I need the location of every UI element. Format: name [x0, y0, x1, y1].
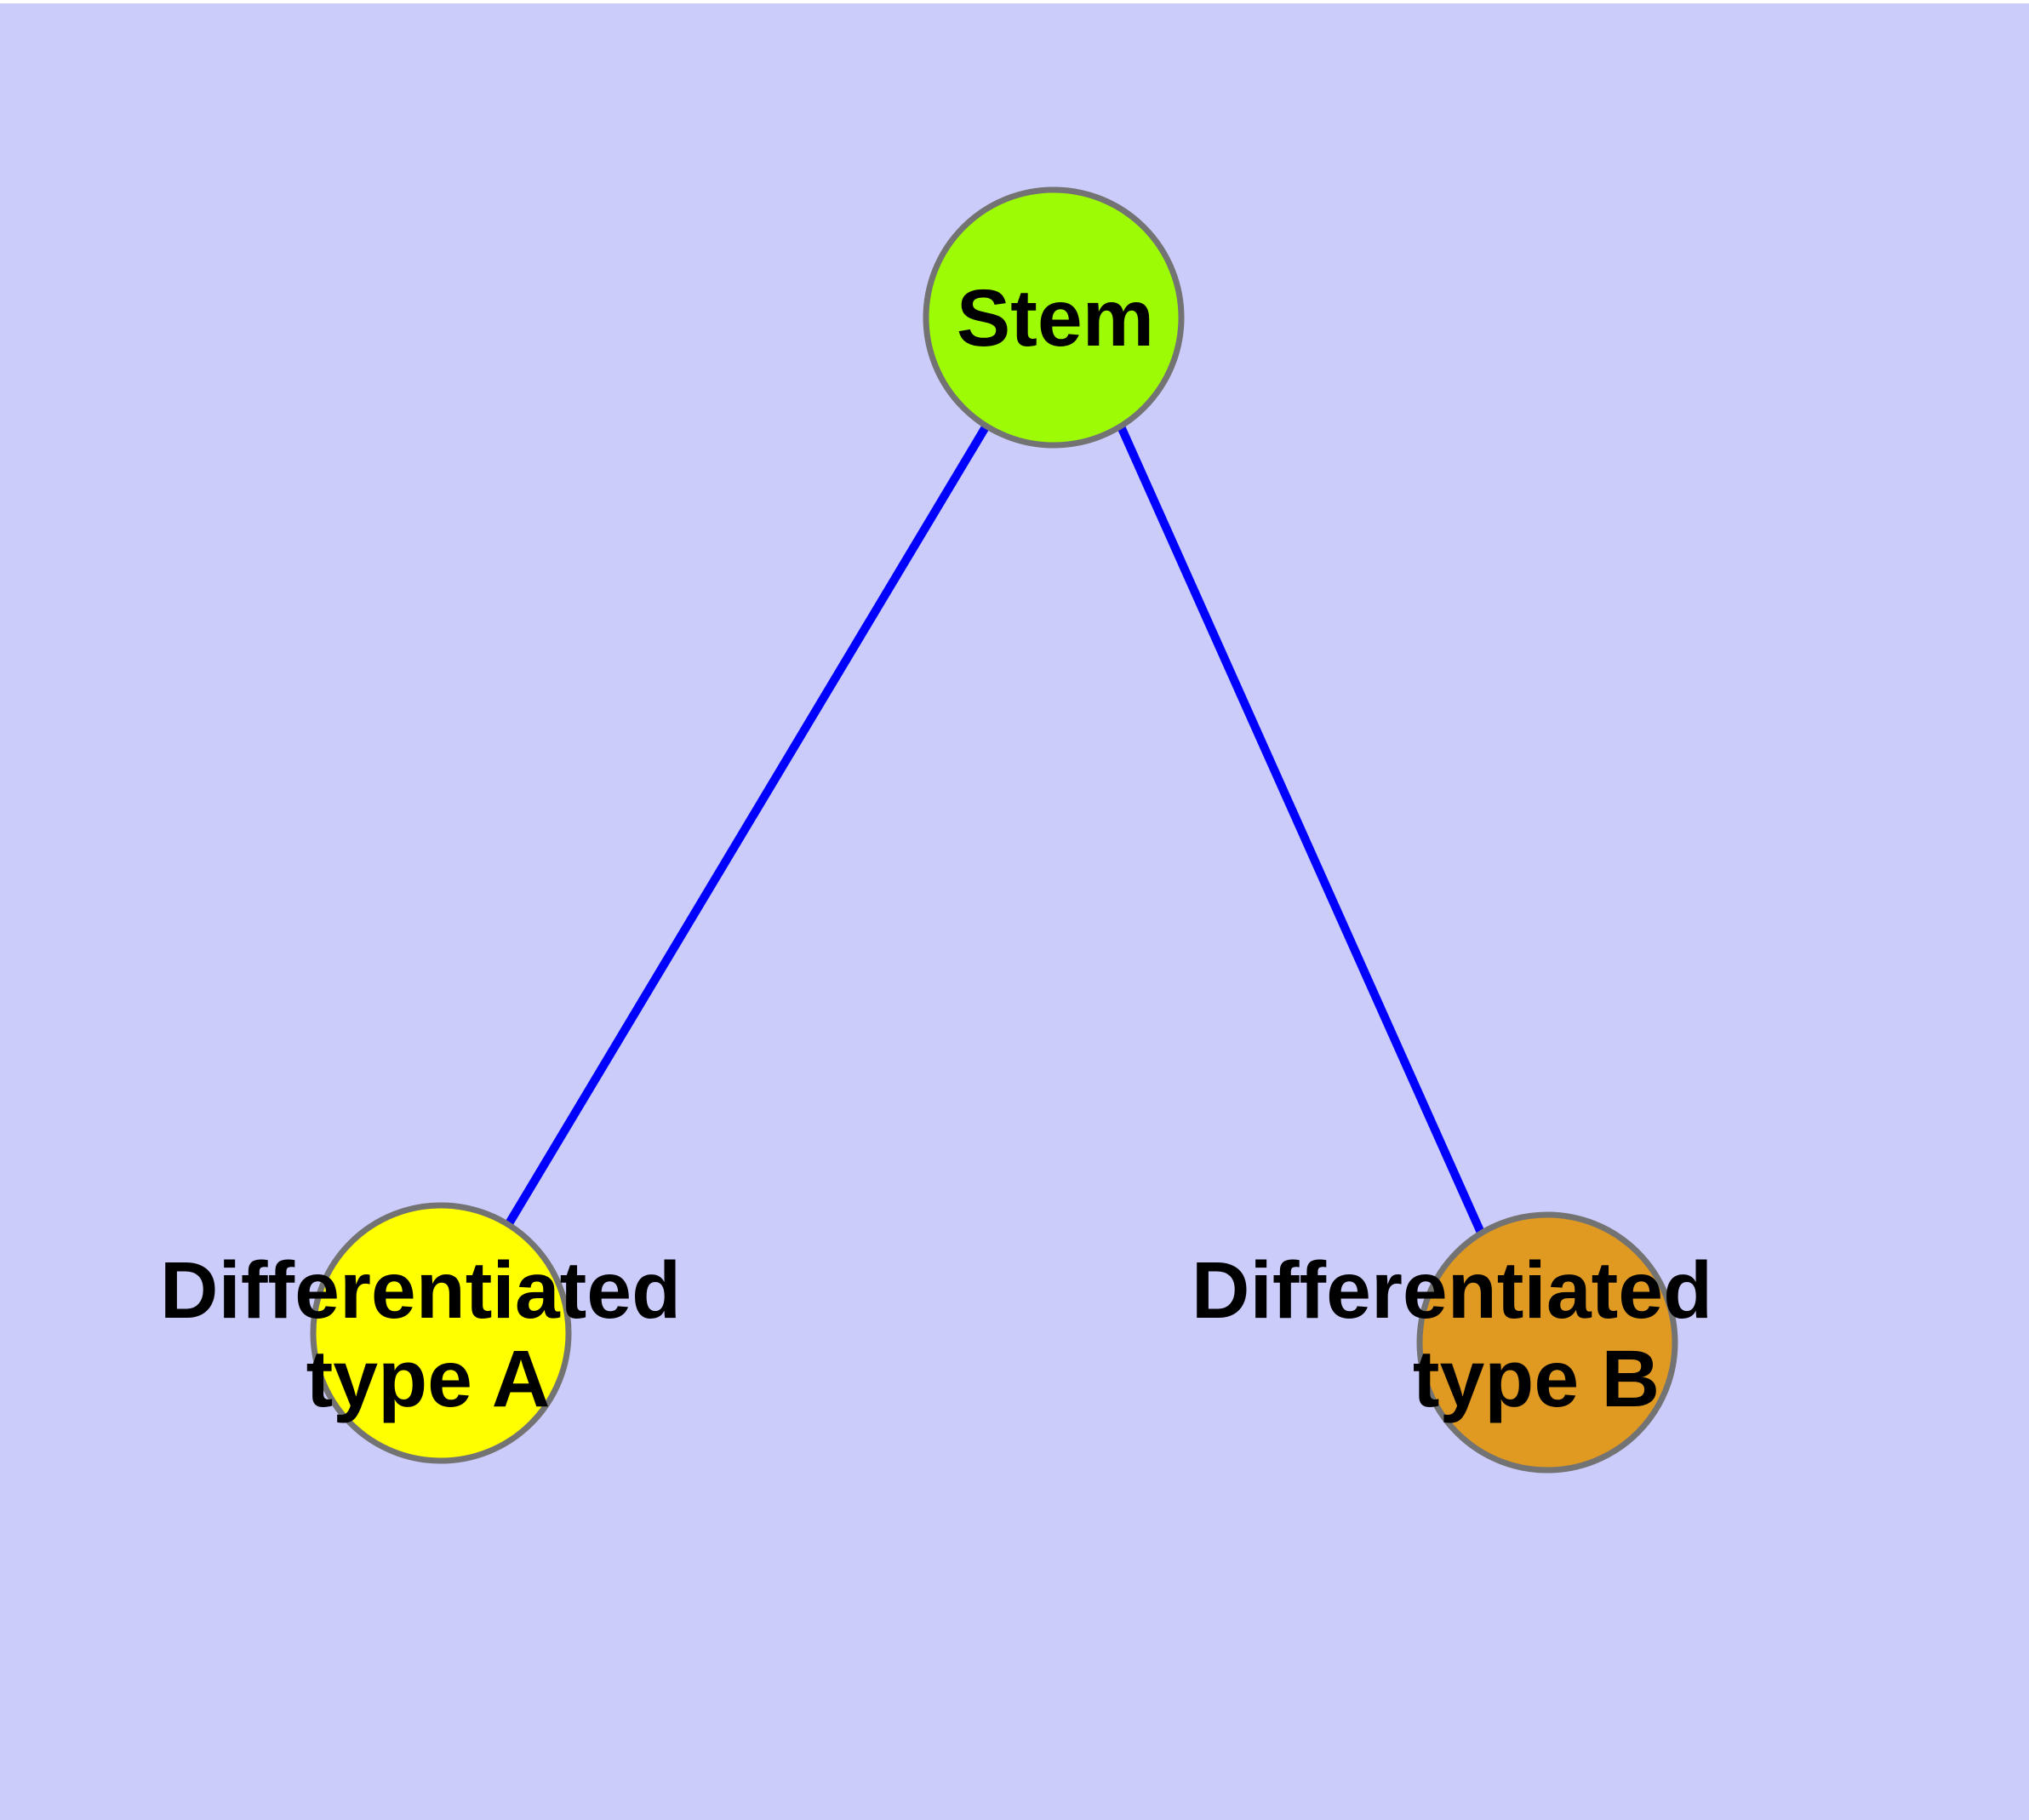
edge-stem-to-differentiated-type-a[interactable] — [504, 423, 991, 1228]
node-differentiated-type-a-label-line-2: type A — [306, 1334, 551, 1424]
node-differentiated-type-b-label-line-1: Differentiated — [1192, 1245, 1712, 1336]
node-differentiated-type-a-label-line-1: Differentiated — [160, 1245, 681, 1336]
node-differentiated-type-b[interactable]: Differentiated type B — [1192, 1211, 1712, 1474]
node-differentiated-type-a-circle[interactable] — [310, 1202, 572, 1464]
top-border-strip — [0, 0, 2029, 3]
node-stem-label-line-1: Stem — [957, 273, 1154, 363]
edges-group — [504, 423, 1485, 1235]
node-differentiated-type-b-label-line-2: type B — [1413, 1334, 1660, 1424]
node-stem[interactable]: Stem — [923, 186, 1185, 449]
edge-stem-to-differentiated-type-b[interactable] — [1117, 424, 1485, 1235]
node-differentiated-type-a[interactable]: Differentiated type A — [160, 1202, 681, 1464]
node-stem-circle[interactable] — [923, 186, 1185, 449]
node-differentiated-type-b-circle[interactable] — [1416, 1211, 1678, 1474]
